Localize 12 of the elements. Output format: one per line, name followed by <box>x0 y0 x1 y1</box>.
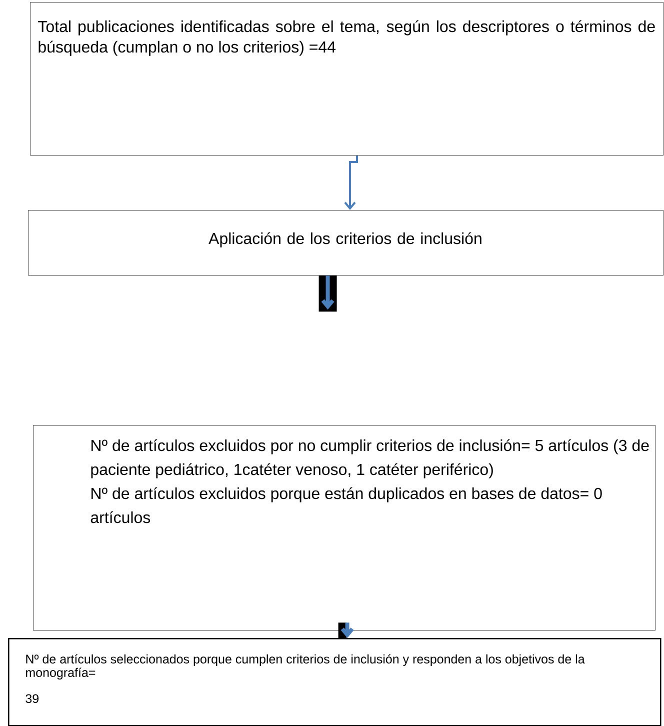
box-text: Nº de artículos excluidos por no cumplir criterios de inclusión= 5 artículos (3 de paciente pediátrico, 1catéter venoso, 1 catéter periférico) Nº de artículos excluidos porque están duplicados en bases de datos= 0 artículos <box>90 439 649 524</box>
arrow <box>318 276 337 312</box>
process-box <box>33 425 656 631</box>
arrow <box>344 156 358 210</box>
process-box <box>30 2 664 156</box>
box-text: Nº de artículos seleccionados porque cumplen criterios de inclusión y responden a los objetivos de la monografía= <box>26 654 585 680</box>
arrow <box>338 622 354 638</box>
box-text: Aplicación de los criterios de inclusión <box>208 232 482 248</box>
process-box <box>28 210 664 276</box>
process-box <box>8 638 662 726</box>
box-text: 39 <box>26 694 39 704</box>
box-text: Total publicaciones identificadas sobre el tema, según los descriptores o términos de búsqueda (cumplan o no los criterios) =44 <box>38 20 655 56</box>
